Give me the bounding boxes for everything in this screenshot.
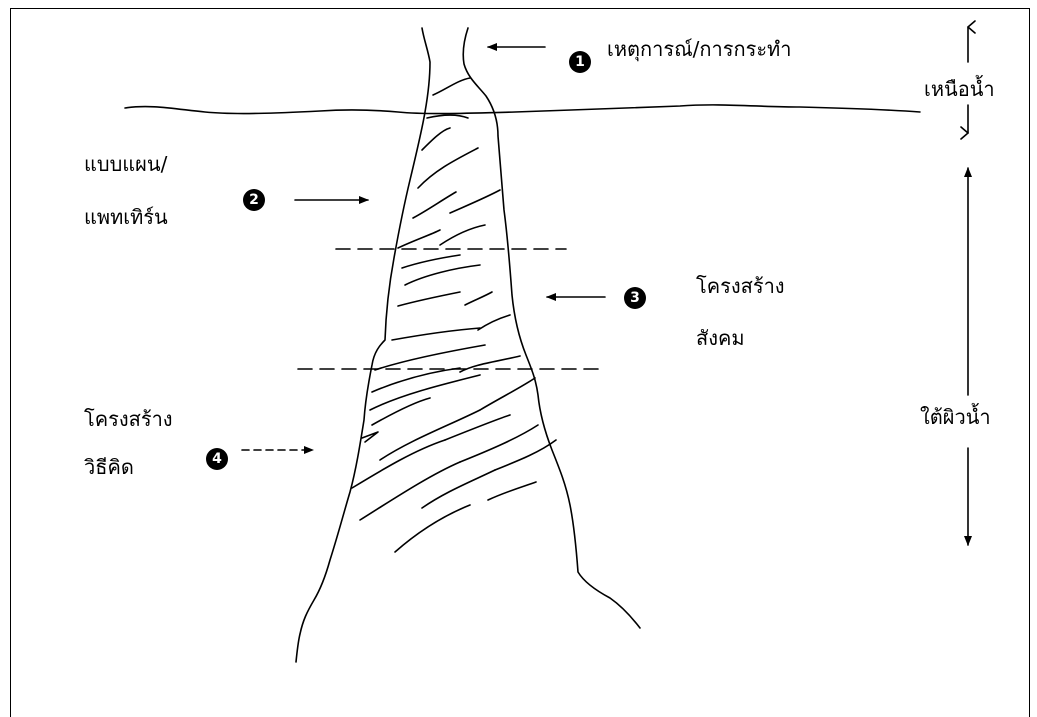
label-below-water: ใต้ผิวน้ำ — [920, 406, 991, 428]
badge-2: 2 — [243, 189, 265, 211]
label-social-line2: สังคม — [696, 327, 745, 349]
iceberg-left-edge — [296, 28, 430, 662]
badge-3: 3 — [624, 287, 646, 309]
iceberg-cracks — [352, 78, 556, 552]
badge-4: 4 — [206, 448, 228, 470]
label-mental-line1: โครงสร้าง — [84, 408, 173, 430]
label-above-water: เหนือน้ำ — [924, 78, 995, 100]
label-pattern-line1: แบบแผน/ — [84, 153, 167, 175]
water-line — [125, 105, 920, 114]
label-mental-line2: วิธีคิด — [84, 456, 134, 478]
label-social-line1: โครงสร้าง — [696, 275, 785, 297]
badge-1: 1 — [569, 51, 591, 73]
label-event: เหตุการณ์/การกระทำ — [607, 38, 791, 60]
iceberg-right-edge — [463, 28, 640, 628]
label-pattern-line2: แพทเทิร์น — [84, 206, 168, 228]
